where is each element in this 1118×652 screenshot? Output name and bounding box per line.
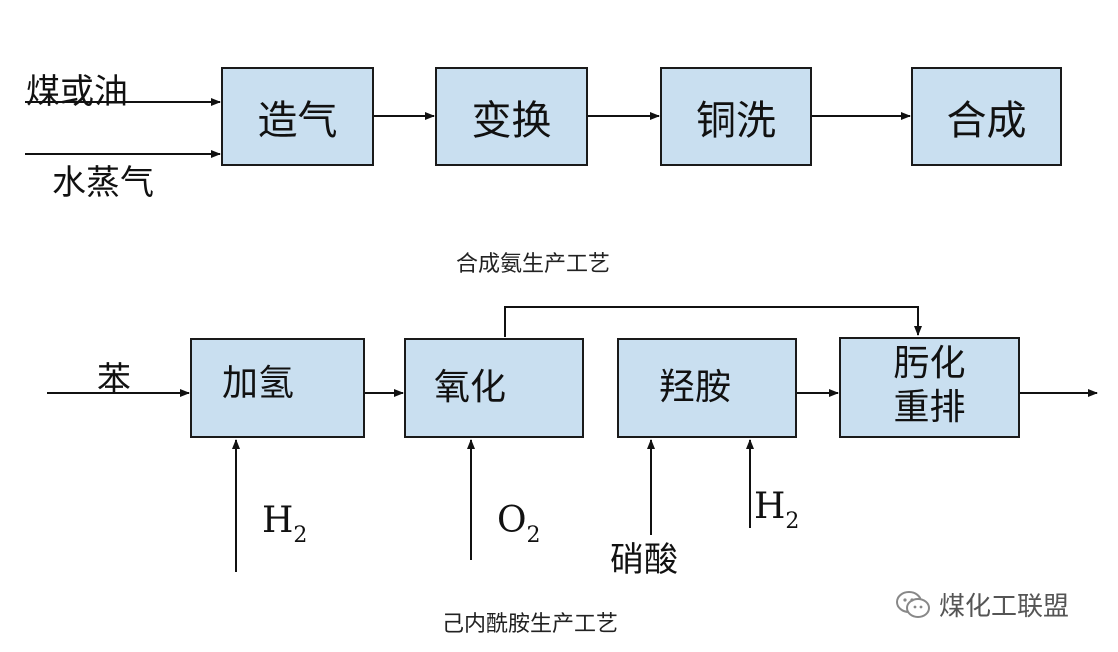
step-copper-wash: 铜洗 (660, 67, 812, 166)
step-gasification: 造气 (221, 67, 374, 166)
reagent-h2-b: H2 (754, 486, 800, 534)
reagent-nitric-acid: 硝酸 (610, 540, 678, 580)
input-benzene: 苯 (97, 360, 131, 400)
watermark: 煤化工联盟 (895, 586, 1069, 623)
wechat-icon (896, 590, 930, 618)
reagent-o2: O2 (497, 500, 541, 548)
watermark-text: 煤化工联盟 (939, 592, 1070, 622)
input-coal-oil: 煤或油 (26, 72, 128, 112)
step-synthesis: 合成 (911, 67, 1062, 166)
step-oxidation: 氧化 (404, 338, 584, 438)
step-oximation-rearrangement: 肟化 重排 (839, 337, 1020, 438)
reagent-h2-a: H2 (262, 500, 308, 548)
caption-caprolactam: 己内酰胺生产工艺 (442, 612, 619, 637)
step-hydrogenation: 加氢 (190, 338, 365, 438)
step-shift: 变换 (435, 67, 588, 166)
step-oximation-line1: 肟化 (893, 342, 966, 384)
arrow-bypass (504, 306, 922, 337)
step-hydroxylamine: 羟胺 (617, 338, 797, 438)
step-oximation-line2: 重排 (893, 386, 966, 428)
input-steam: 水蒸气 (52, 163, 154, 203)
caption-ammonia: 合成氨生产工艺 (456, 252, 611, 277)
